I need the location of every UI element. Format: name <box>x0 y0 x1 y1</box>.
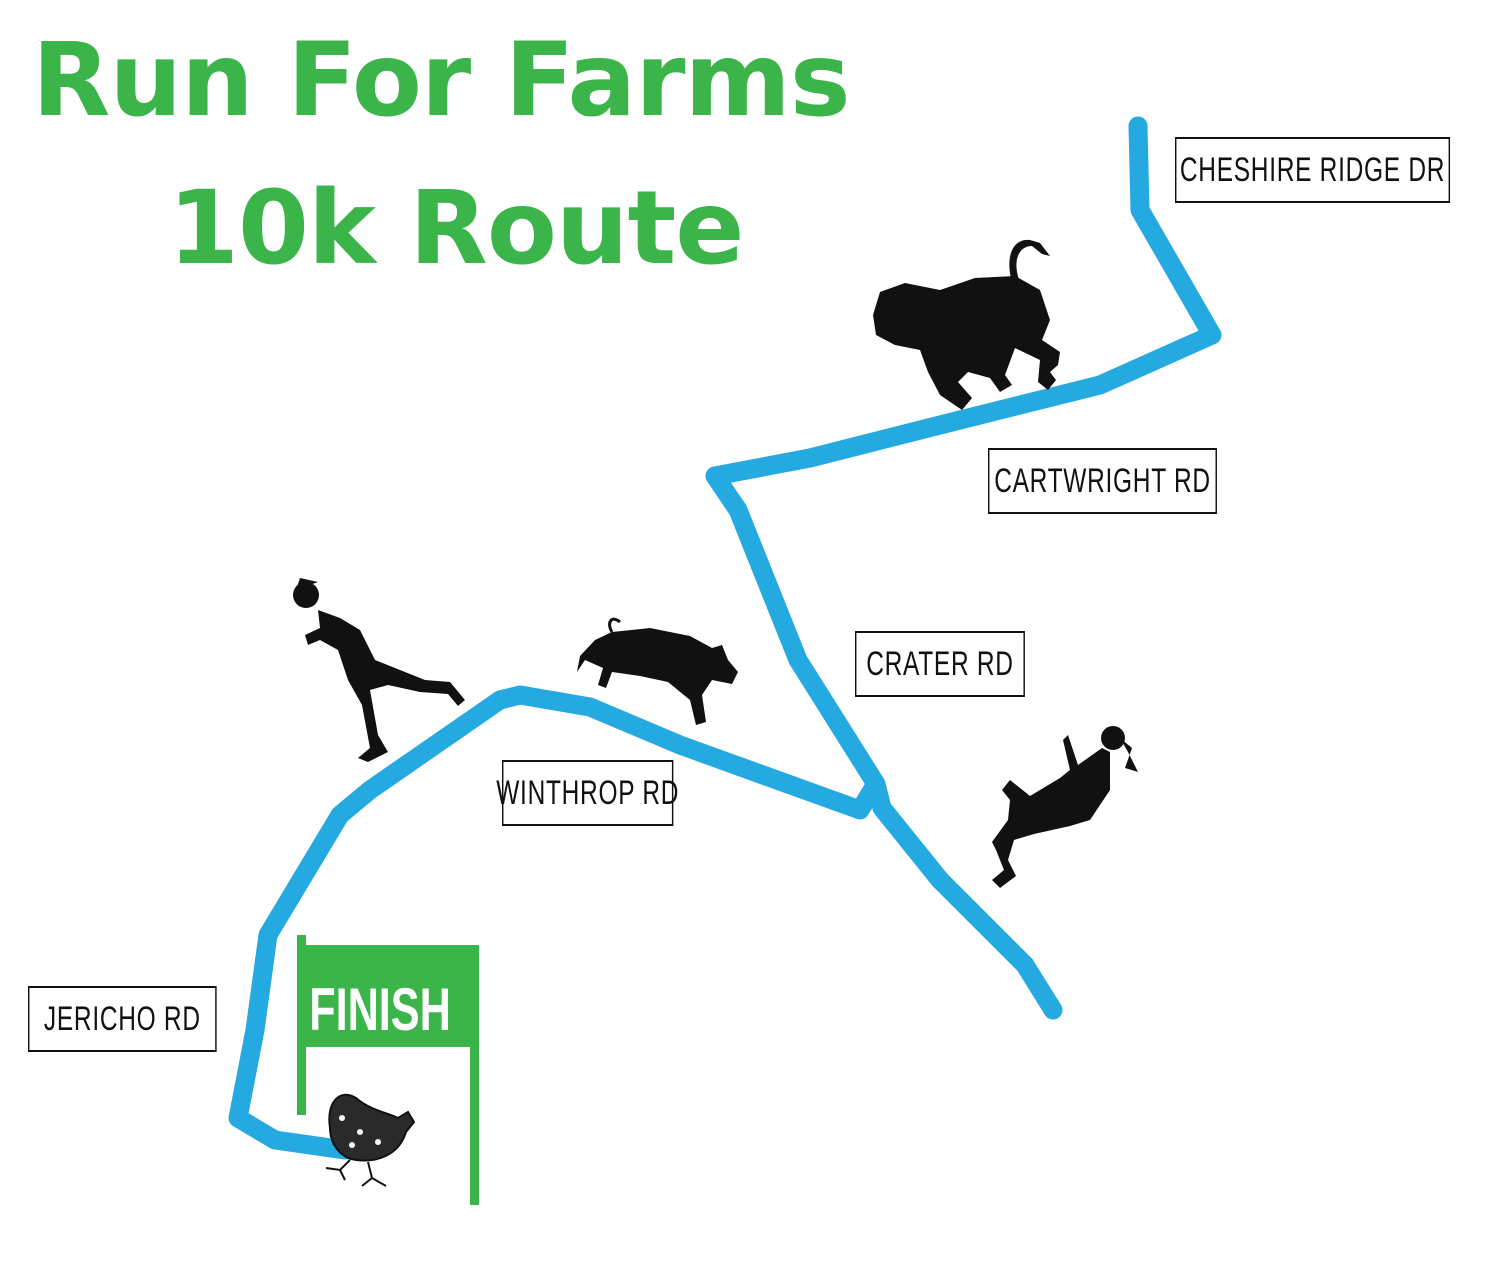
chicken-icon <box>325 1093 416 1187</box>
cow-icon <box>873 239 1060 410</box>
road-label-text: CRATER RD <box>866 644 1014 683</box>
road-label-text: JERICHO RD <box>43 999 201 1038</box>
road-label-cheshire-ridge-dr: CHESHIRE RIDGE DR <box>1175 137 1451 203</box>
finish-label: FINISH <box>309 977 451 1044</box>
finish-post-right <box>470 945 479 1205</box>
map-title-line-2: 10k Route <box>168 169 744 288</box>
map-title-line-1: Run For Farms <box>32 21 851 140</box>
road-label-jericho-rd: JERICHO RD <box>28 986 217 1052</box>
pig-icon <box>577 617 738 725</box>
road-label-cartwright-rd: CARTWRIGHT RD <box>988 448 1217 514</box>
route-line <box>228 116 1222 1160</box>
road-label-text: CARTWRIGHT RD <box>994 461 1211 500</box>
road-label-text: WINTHROP RD <box>496 773 680 812</box>
finish-sign: FINISH <box>297 935 479 1205</box>
road-label-text: CHESHIRE RIDGE DR <box>1179 150 1446 189</box>
runner-man-icon <box>293 578 465 762</box>
runner-woman-icon <box>992 726 1138 888</box>
road-label-winthrop-rd: WINTHROP RD <box>496 760 678 826</box>
finish-banner <box>297 945 479 1047</box>
road-label-crater-rd: CRATER RD <box>855 631 1025 697</box>
